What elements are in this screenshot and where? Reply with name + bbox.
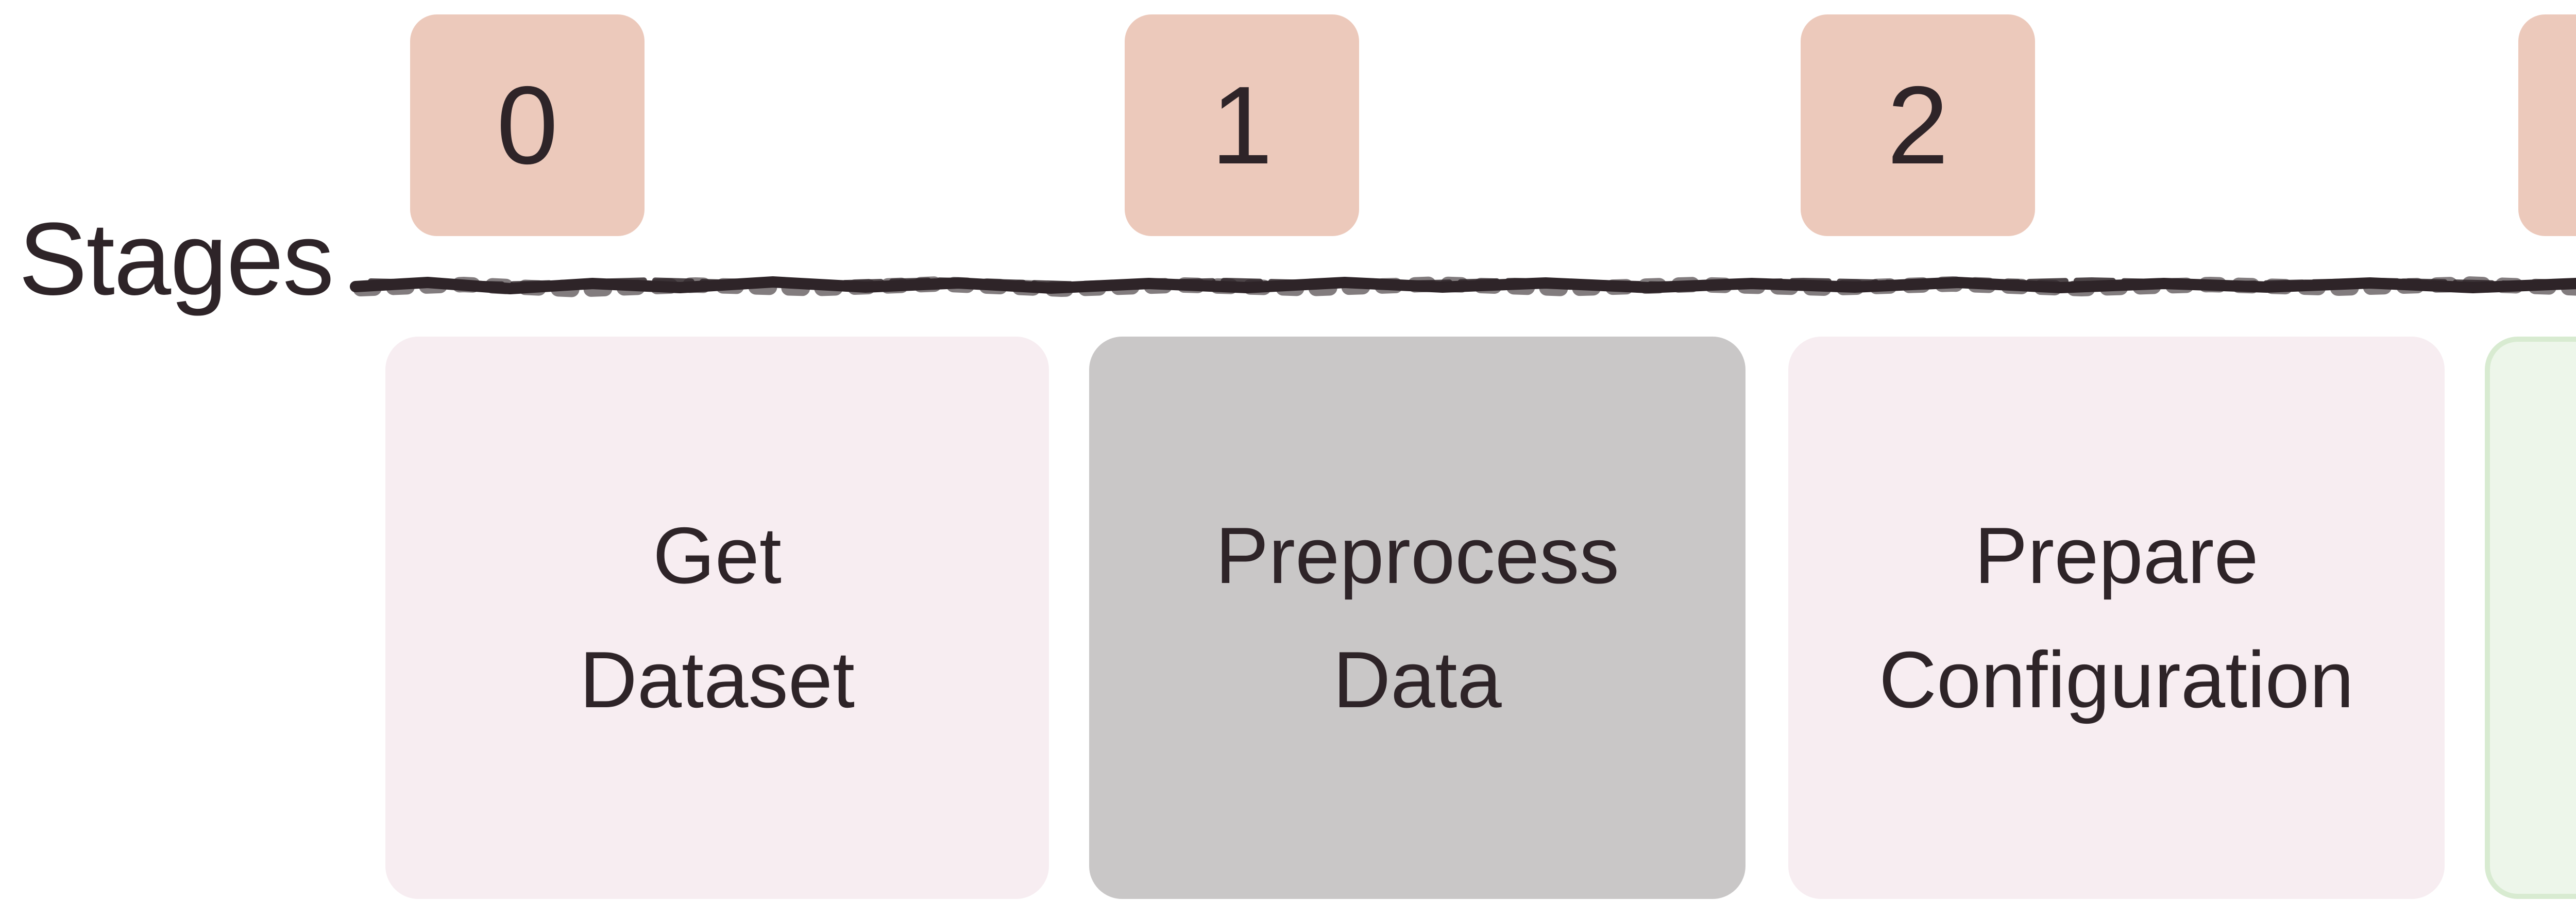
stages-axis-label: Stages [19,202,334,316]
stage-number-badge: 1 [1125,14,1359,236]
stage-card-training: Training [2485,337,2576,899]
stage-card-preprocess-data: Preprocess Data [1089,337,1745,899]
timeline-line-texture2 [368,277,2576,288]
stage-number-badge: 3 [2518,14,2576,236]
stage-number-badge: 2 [1801,14,2035,236]
timeline-line [350,276,2576,294]
stage-number-badge: 0 [410,14,645,236]
stage-card-prepare-configuration: Prepare Configuration [1788,337,2445,899]
timeline-line-texture [353,276,2576,297]
stage-card-get-dataset: Get Dataset [385,337,1049,899]
